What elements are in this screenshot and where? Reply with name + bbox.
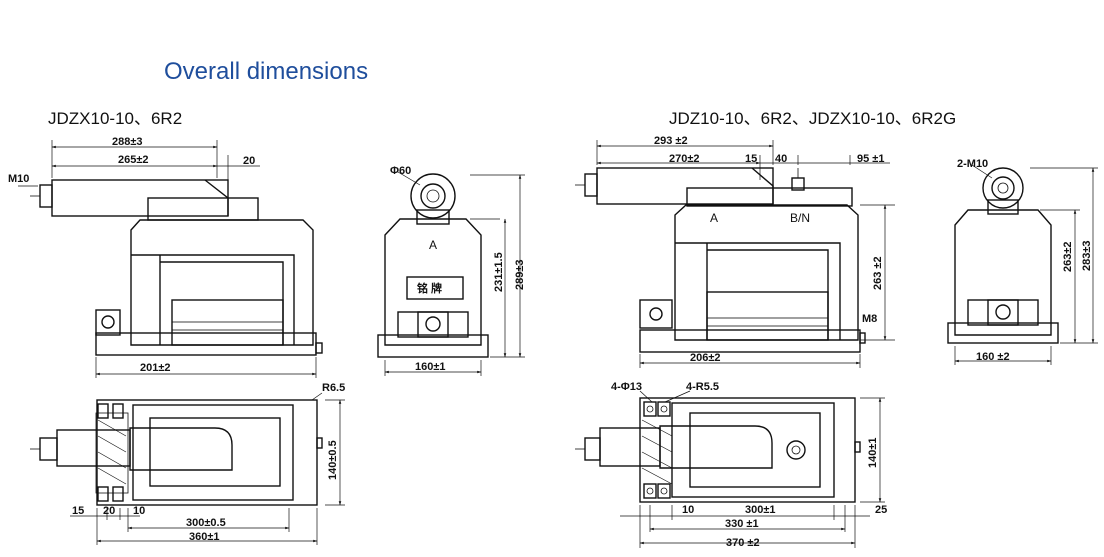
dim-left-360: 360±1 [189, 531, 220, 543]
dim-right-263: 263 ±2 [872, 256, 884, 290]
label-left-r65: R6.5 [322, 382, 345, 394]
label-right-4r55: 4-R5.5 [686, 381, 719, 393]
dim-left-265: 265±2 [118, 154, 149, 166]
dim-right-140: 140±1 [867, 437, 879, 468]
dim-right-25: 25 [875, 504, 887, 516]
label-left-phi60: Φ60 [390, 165, 411, 177]
model-label-right: JDZ10-10、6R2、JDZX10-10、6R2G [669, 109, 957, 128]
right-front-view [575, 140, 895, 368]
right-side-view [947, 164, 1098, 365]
dim-right-206: 206±2 [690, 352, 721, 364]
label-left-m10: M10 [8, 173, 29, 185]
dim-right-263b: 263±2 [1062, 241, 1074, 272]
dim-right-95: 95 ±1 [857, 153, 884, 165]
dim-right-300: 300±1 [745, 504, 776, 516]
model-label-left: JDZX10-10、6R2 [48, 109, 183, 128]
dim-left-300: 300±0.5 [186, 517, 226, 529]
dim-right-283: 283±3 [1081, 240, 1093, 271]
dim-right-40: 40 [775, 153, 787, 165]
label-right-2m10: 2-M10 [957, 158, 988, 170]
label-right-4phi13: 4-Φ13 [611, 381, 642, 393]
left-front-view [18, 140, 323, 378]
terminal-right-a: A [710, 211, 718, 225]
page-title: Overall dimensions [164, 58, 369, 85]
left-top-view [30, 392, 345, 545]
dim-right-270: 270±2 [669, 153, 700, 165]
dim-left-160: 160±1 [415, 361, 446, 373]
dim-right-10: 10 [682, 504, 694, 516]
dim-left-201: 201±2 [140, 362, 171, 374]
dim-right-293: 293 ±2 [654, 135, 688, 147]
dim-right-15: 15 [745, 153, 757, 165]
dim-left-10: 10 [133, 505, 145, 517]
terminal-right-bn: B/N [790, 211, 810, 225]
dim-left-289: 289±3 [514, 259, 526, 290]
dim-left-20: 20 [243, 155, 255, 167]
dim-left-231: 231±1.5 [493, 252, 505, 292]
dim-right-160: 160 ±2 [976, 351, 1010, 363]
dim-left-20b: 20 [103, 505, 115, 517]
terminal-left-a: A [429, 238, 437, 252]
label-right-m8: M8 [862, 313, 877, 325]
dim-left-15: 15 [72, 505, 84, 517]
right-top-view [575, 390, 885, 548]
dim-left-288: 288±3 [112, 136, 143, 148]
dim-left-140: 140±0.5 [327, 440, 339, 480]
dim-right-370: 370 ±2 [726, 537, 760, 549]
left-side-view [377, 171, 525, 376]
dim-right-330: 330 ±1 [725, 518, 759, 530]
nameplate-left: 铭 牌 [417, 281, 442, 295]
